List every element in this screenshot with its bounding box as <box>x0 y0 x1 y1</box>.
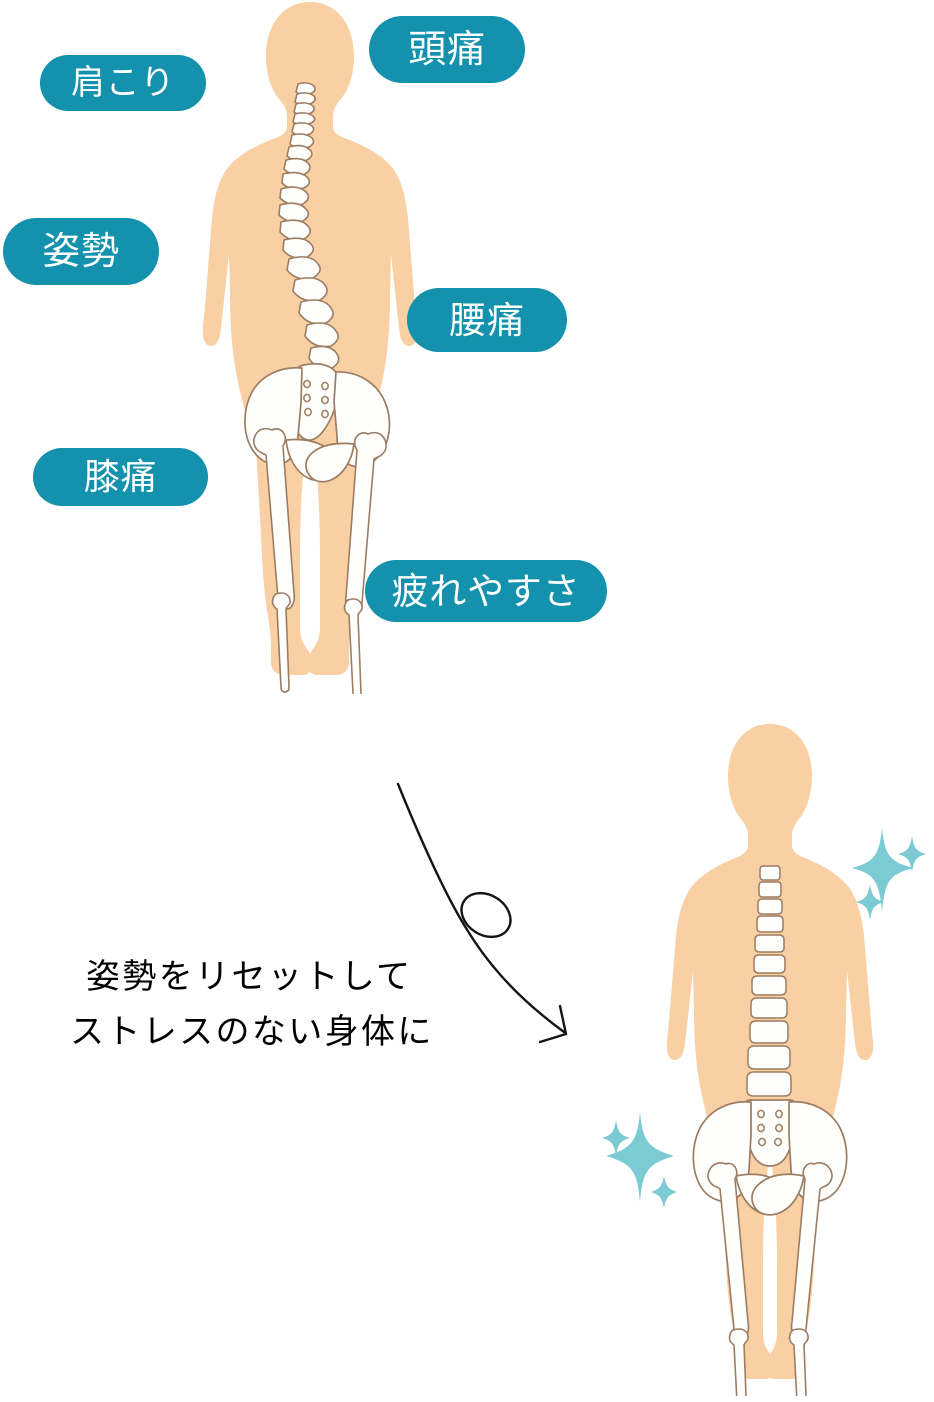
leg-bones <box>253 427 387 694</box>
badge-fatigue[interactable]: 疲れやすさ <box>365 560 607 622</box>
sparkle-icon-right <box>852 812 928 924</box>
leg-bones <box>707 1162 833 1396</box>
spine-curved <box>278 82 340 370</box>
badge-label: 姿勢 <box>42 230 120 273</box>
badge-label: 肩こり <box>70 64 176 102</box>
badge-label: 頭痛 <box>408 28 486 71</box>
sacral-foramina <box>303 379 329 419</box>
badge-label: 腰痛 <box>449 299 525 341</box>
caption-text: 姿勢をリセットして ストレスのない身体に <box>70 950 470 1060</box>
human-figure-misaligned-spine <box>150 0 470 694</box>
sparkle-icon-left <box>598 1098 680 1210</box>
badge-label: 膝痛 <box>83 456 158 497</box>
pelvis-bone <box>692 1099 848 1216</box>
badge-headache[interactable]: 頭痛 <box>369 16 525 83</box>
spine-straight <box>746 865 792 1097</box>
badge-posture[interactable]: 姿勢 <box>3 218 159 285</box>
badge-label: 疲れやすさ <box>391 570 581 612</box>
human-figure-aligned-spine <box>620 716 920 1396</box>
caption-line-2: ストレスのない身体に <box>70 1013 434 1052</box>
caption-line-1: 姿勢をリセットして <box>86 958 413 996</box>
badge-low-back-pain[interactable]: 腰痛 <box>407 288 567 352</box>
badge-shoulder-stiffness[interactable]: 肩こり <box>40 55 206 111</box>
sacral-foramina <box>757 1109 783 1147</box>
badge-knee-pain[interactable]: 膝痛 <box>33 448 208 506</box>
